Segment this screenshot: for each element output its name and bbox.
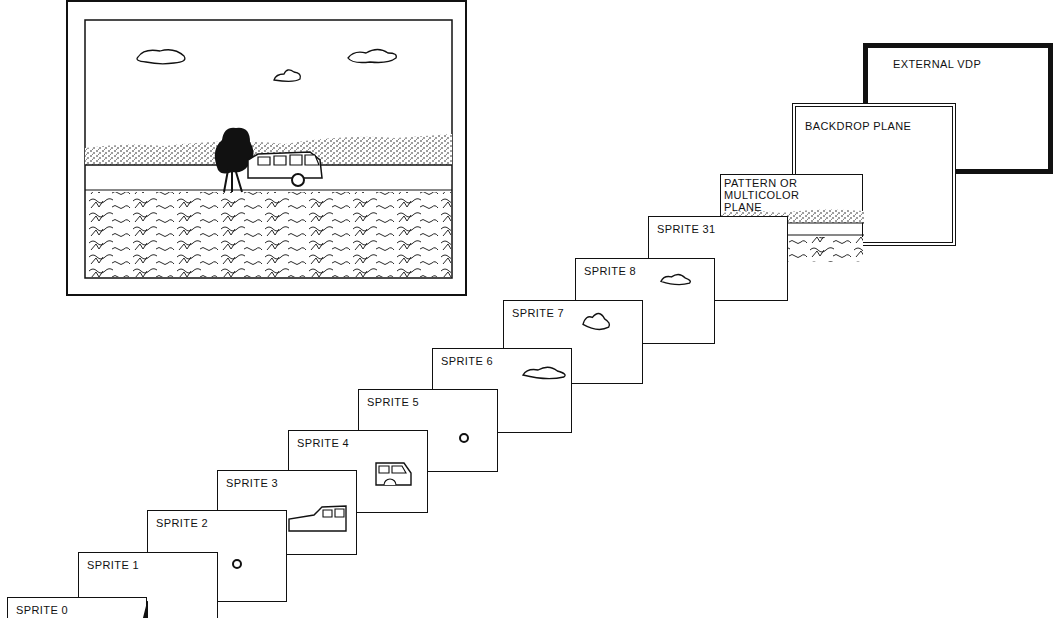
sprite-plane: SPRITE 0 bbox=[7, 597, 147, 618]
plane-label: PATTERN OR MULTICOLOR PLANE bbox=[724, 177, 824, 213]
plane-label: SPRITE 1 bbox=[87, 559, 209, 571]
plane-label: SPRITE 8 bbox=[584, 265, 706, 277]
plane-label: SPRITE 31 bbox=[657, 223, 779, 235]
plane-label: EXTERNAL VDP bbox=[893, 58, 1023, 70]
plane-label: SPRITE 2 bbox=[156, 517, 278, 529]
plane-label: SPRITE 6 bbox=[441, 355, 563, 367]
plane-label: BACKDROP PLANE bbox=[805, 120, 943, 132]
plane-label: SPRITE 3 bbox=[226, 477, 348, 489]
plane-label: SPRITE 5 bbox=[367, 396, 489, 408]
plane-label: SPRITE 0 bbox=[16, 604, 138, 616]
plane-label: SPRITE 4 bbox=[297, 437, 419, 449]
plane-label: SPRITE 7 bbox=[512, 307, 634, 319]
